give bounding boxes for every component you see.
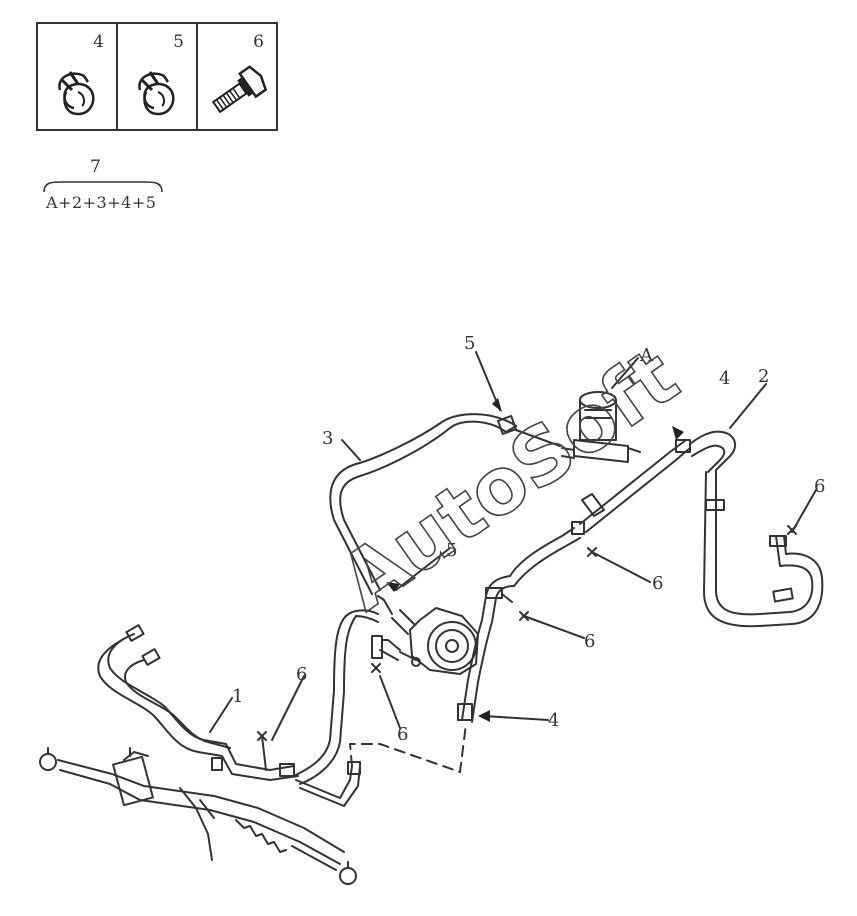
callout-3: 3 <box>322 428 333 449</box>
callout-5-mid: 5 <box>446 540 457 561</box>
callout-6-mid1: 6 <box>652 573 663 594</box>
hose-clamp-icon <box>58 71 95 116</box>
callout-2: 2 <box>758 366 769 387</box>
callout-4-bottom: 4 <box>548 710 559 731</box>
legend-cell-6: 6 <box>198 24 276 129</box>
watermark-text: AutoSoft <box>325 332 694 628</box>
legend-number: 5 <box>173 32 184 52</box>
callout-6-lower2: 6 <box>397 724 408 745</box>
kit-brace <box>43 181 163 193</box>
bolt-icon <box>211 65 268 114</box>
kit-formula: A+2+3+4+5 <box>46 193 157 212</box>
callout-a: A <box>639 345 654 366</box>
kit-number: 7 <box>90 157 101 177</box>
callout-6-right: 6 <box>814 476 825 497</box>
callout-4-top: 4 <box>719 368 730 389</box>
parts-legend: 4 5 6 <box>36 22 278 131</box>
steering-rack <box>39 747 357 885</box>
callout-6-mid2: 6 <box>584 631 595 652</box>
reservoir <box>561 391 641 463</box>
legend-number: 4 <box>93 32 104 52</box>
hose-clamp-icon <box>138 71 175 116</box>
pump <box>391 607 479 675</box>
callout-5-top: 5 <box>464 333 475 354</box>
legend-number: 6 <box>253 32 264 52</box>
callout-6-lower1: 6 <box>296 664 307 685</box>
legend-cell-4: 4 <box>38 24 118 129</box>
callout-1: 1 <box>232 686 243 707</box>
legend-cell-5: 5 <box>118 24 198 129</box>
